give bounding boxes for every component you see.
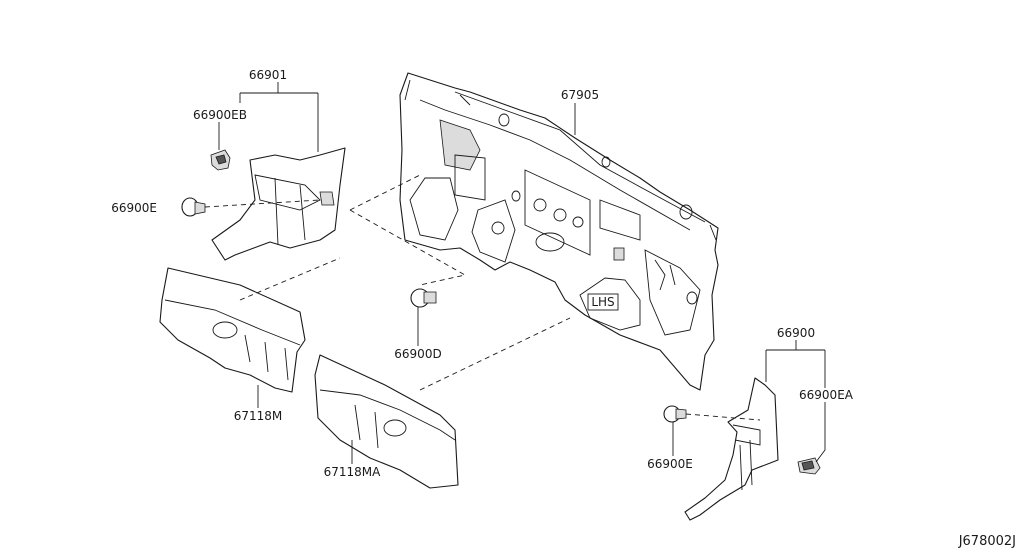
left-trim-66901[interactable] (211, 147, 346, 261)
label-66901: 66901 (249, 68, 287, 82)
clip-66900EA[interactable] (797, 457, 821, 475)
insulator-67118M[interactable] (159, 267, 306, 393)
grommet-66900E-right[interactable] (663, 405, 687, 423)
fitting-lines (204, 174, 761, 421)
clip-66900EB[interactable] (210, 149, 231, 171)
label-66900EB: 66900EB (193, 108, 247, 122)
label-67118MA: 67118MA (324, 465, 382, 479)
diagram-code: J678002J (958, 534, 1016, 549)
label-66900: 66900 (777, 326, 815, 340)
label-67118M: 67118M (234, 409, 283, 423)
label-66900EA: 66900EA (799, 388, 854, 402)
label-66900E-right: 66900E (647, 457, 693, 471)
dash-insulator-67905[interactable]: LHS (399, 72, 719, 391)
right-trim-66900[interactable] (684, 377, 779, 521)
insulator-67118MA[interactable] (314, 354, 459, 489)
label-67905: 67905 (561, 88, 599, 102)
label-66900E-left: 66900E (111, 201, 157, 215)
label-66900D: 66900D (394, 347, 441, 361)
leader-lines (218, 82, 826, 464)
lhs-marking: LHS (591, 295, 614, 309)
clip-66900D[interactable] (410, 288, 437, 308)
grommet-66900E-left[interactable] (181, 197, 206, 217)
